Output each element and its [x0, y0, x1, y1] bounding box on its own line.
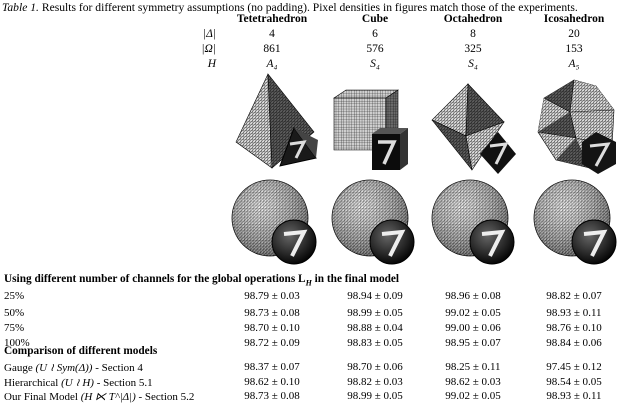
omega-cube: 576 [366, 43, 384, 55]
group-octa: S₄ [468, 58, 478, 70]
column-header-icosahedron: Icosahedron [543, 13, 605, 25]
table-cell: 99.02 ± 0.05 [445, 307, 501, 319]
table-cell: 98.70 ± 0.06 [347, 361, 403, 373]
table-cell: 98.62 ± 0.03 [445, 376, 501, 388]
table-cell: 98.79 ± 0.03 [244, 290, 300, 302]
caption-text: Results for different symmetry assumptio… [38, 1, 578, 14]
table-cell: 98.93 ± 0.11 [546, 390, 602, 402]
delta-tetra: 4 [269, 28, 275, 40]
tetrahedron-figure [235, 73, 318, 169]
table-cell: 99.02 ± 0.05 [445, 390, 501, 402]
row-label-hierarchical: Hierarchical (U ≀ H) - Section 5.1 [4, 377, 153, 389]
table-cell: 98.82 ± 0.03 [347, 376, 403, 388]
section-title-models: Comparison of different models [4, 345, 158, 357]
table-cell: 98.95 ± 0.07 [445, 337, 501, 349]
octahedron-figure [431, 83, 516, 174]
group-cube: S₄ [370, 58, 380, 70]
column-header-cube: Cube [361, 13, 389, 25]
tetrahedron-sphere-figure [231, 179, 317, 265]
row-label-final-model: Our Final Model (H ⋉ T^|Δ|) - Section 5.… [4, 391, 195, 403]
symbol-delta: |Δ| [202, 28, 216, 40]
group-tetra: A₄ [266, 58, 278, 70]
table-cell: 98.25 ± 0.11 [445, 361, 501, 373]
table-cell: 98.37 ± 0.07 [244, 361, 300, 373]
row-label-25: 25% [4, 290, 25, 302]
table-cell: 98.73 ± 0.08 [244, 307, 300, 319]
symbol-h: H [207, 58, 216, 70]
table-cell: 98.99 ± 0.05 [347, 390, 403, 402]
caption-label: Table 1. [2, 1, 39, 14]
table-cell: 98.62 ± 0.10 [244, 376, 300, 388]
cube-figure [333, 89, 408, 170]
table-caption: Table 1. Results for different symmetry … [2, 1, 638, 14]
icosahedron-figure [537, 79, 616, 174]
table-cell: 98.82 ± 0.07 [546, 290, 602, 302]
table-cell: 98.93 ± 0.11 [546, 307, 602, 319]
table-cell: 98.94 ± 0.09 [347, 290, 403, 302]
icosahedron-sphere-figure [533, 179, 617, 265]
delta-octa: 8 [470, 28, 476, 40]
row-label-75: 75% [4, 322, 25, 334]
table-cell: 98.84 ± 0.06 [546, 337, 602, 349]
table-cell: 97.45 ± 0.12 [546, 361, 602, 373]
table-cell: 98.76 ± 0.10 [546, 322, 602, 334]
octahedron-sphere-figure [431, 179, 515, 265]
section-title-channels: Using different number of channels for t… [4, 273, 400, 288]
cube-sphere-figure [331, 179, 415, 265]
column-header-octahedron: Octahedron [443, 13, 503, 25]
table-cell: 98.70 ± 0.10 [244, 322, 300, 334]
symbol-omega: |Ω| [201, 43, 216, 55]
table-cell: 98.99 ± 0.05 [347, 307, 403, 319]
delta-cube: 6 [372, 28, 378, 40]
table-cell: 98.73 ± 0.08 [244, 390, 300, 402]
group-icosa: A₅ [568, 58, 580, 70]
table-cell: 98.88 ± 0.04 [347, 322, 403, 334]
table-cell: 99.00 ± 0.06 [445, 322, 501, 334]
omega-tetra: 861 [263, 43, 281, 55]
row-label-100: 100% [4, 337, 30, 349]
row-label-gauge: Gauge (U ≀ Sym(Δ)) - Section 4 [4, 362, 143, 374]
table-cell: 98.72 ± 0.09 [244, 337, 300, 349]
table-cell: 98.96 ± 0.08 [445, 290, 501, 302]
table-cell: 98.83 ± 0.05 [347, 337, 403, 349]
omega-icosa: 153 [565, 43, 583, 55]
row-label-50: 50% [4, 307, 25, 319]
omega-octa: 325 [464, 43, 482, 55]
delta-icosa: 20 [568, 28, 580, 40]
column-header-tetrahedron: Tetetrahedron [236, 13, 308, 25]
table-cell: 98.54 ± 0.05 [546, 376, 602, 388]
